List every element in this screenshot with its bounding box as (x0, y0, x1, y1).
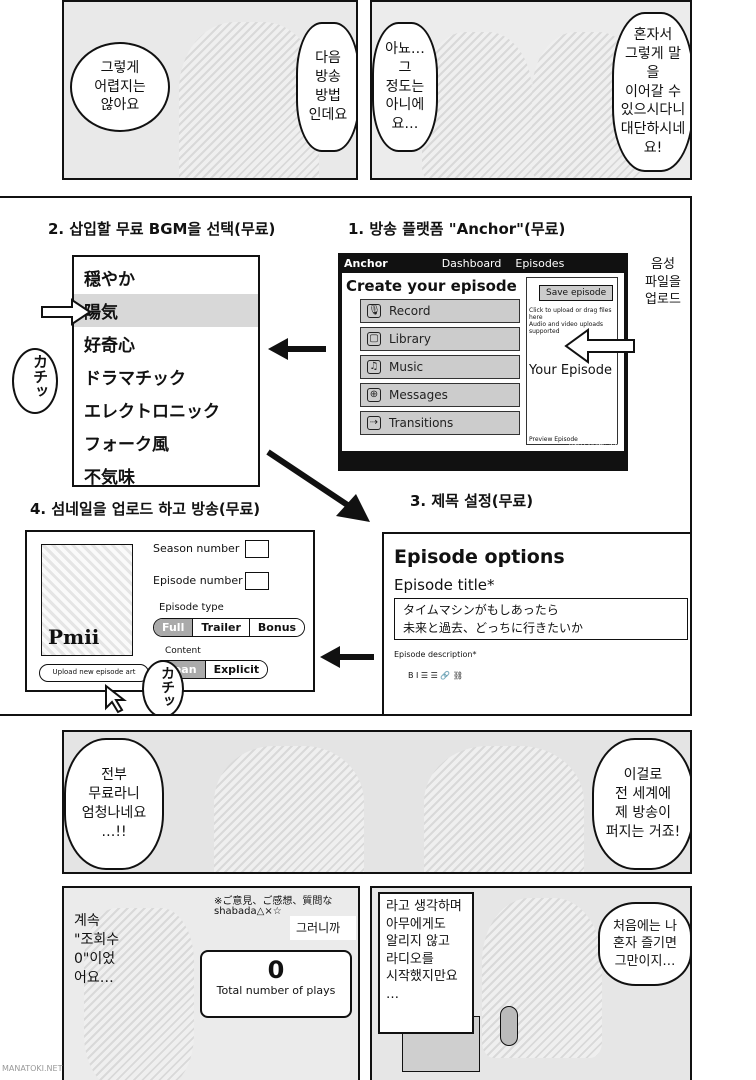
step-caption: 1. 방송 플랫폼 "Anchor"(무료) (348, 220, 566, 238)
anchor-menu-label: Transitions (389, 416, 454, 430)
episode-options-heading: Episode options (394, 546, 565, 568)
nav-dashboard[interactable]: Dashboard (441, 257, 502, 270)
panel-top-left: 그렇게 어렵지는 않아요 다음 방송 방법 인데요 (62, 0, 358, 180)
anchor-menu-label: Record (389, 304, 431, 318)
watermark: MANATOKI.NET (2, 1064, 63, 1073)
bgm-list: 穏やか陽気好奇心ドラマチックエレクトロニックフォーク風不気味 (72, 255, 260, 488)
plays-counter: 0 Total number of plays (200, 950, 352, 1018)
speech-bubble: 그러니까 (290, 916, 356, 940)
episode-title-input[interactable]: タイムマシンがもしあったら 未来と過去、どっちに行きたいか (394, 598, 688, 640)
bgm-option[interactable]: 好奇心 (84, 336, 135, 356)
season-number-label: Season number (153, 542, 240, 555)
arrow-left-icon (320, 646, 374, 668)
step-caption: 3. 제목 설정(무료) (410, 492, 534, 510)
page-title: Create your episode (346, 277, 517, 295)
narration-caption: 계속 "조회수 0"이었 어요… (74, 913, 120, 986)
thumbnail-text: Pmii (48, 625, 100, 649)
character-art (424, 746, 584, 872)
character-art (422, 32, 532, 178)
type-full[interactable]: Full (154, 619, 194, 636)
anchor-menu-transitions[interactable]: ⇢ Transitions (360, 411, 520, 435)
anchor-menu-label: Library (389, 332, 431, 346)
save-button[interactable]: Save episode (539, 285, 614, 301)
panel-infographic: 2. 삽입할 무료 BGM을 선택(무료) 1. 방송 플랫폼 "Anchor"… (0, 196, 692, 716)
anchor-logo: Anchor (344, 257, 388, 270)
comment-header: ※ご意見、ご感想、質問な (214, 896, 333, 907)
panel-bottom-left: ※ご意見、ご感想、質問な shabada△×☆ 그러니까 0 Total num… (62, 886, 360, 1080)
character-art (179, 22, 319, 178)
upload-hint[interactable]: Click to upload or drag files here (529, 307, 612, 321)
messages-icon: ⊕ (367, 388, 381, 402)
episode-type-label: Episode type (159, 602, 224, 613)
episode-number-label: Episode number (153, 574, 243, 587)
music-icon: ♫ (367, 360, 381, 374)
step-caption: 2. 삽입할 무료 BGM을 선택(무료) (48, 220, 276, 238)
anchor-screen: Anchor Dashboard Episodes Create your ep… (338, 253, 628, 471)
episode-options-screen: Episode options Episode title* タイムマシンがもし… (382, 532, 690, 714)
panel-top-right: 아뇨… 그 정도는 아니에 요… 혼자서 그렇게 말을 이어갈 수 있으시다니 … (370, 0, 692, 180)
plays-label: Total number of plays (216, 984, 336, 997)
bgm-option[interactable]: ドラマチック (84, 369, 186, 389)
bgm-option[interactable]: フォーク風 (84, 435, 169, 455)
speech-bubble: 그렇게 어렵지는 않아요 (70, 42, 170, 132)
arrow-left-icon (268, 338, 326, 360)
episode-number-input[interactable] (245, 572, 269, 590)
comment-user: shabada△×☆ (214, 906, 282, 917)
bgm-option[interactable]: 不気味 (84, 468, 135, 488)
title-line: タイムマシンがもしあったら (403, 603, 559, 617)
total-length: Total Length: 3:00 (568, 443, 623, 450)
speech-bubble: 처음에는 나 혼자 즐기면 그만이지… (598, 902, 690, 986)
anchor-menu-music[interactable]: ♫ Music (360, 355, 520, 379)
content-explicit[interactable]: Explicit (205, 661, 268, 678)
bgm-option[interactable]: エレクトロニック (84, 402, 220, 422)
anchor-menu-label: Messages (389, 388, 448, 402)
preview-episode[interactable]: Preview Episode (529, 436, 578, 443)
speech-bubble: 아뇨… 그 정도는 아니에 요… (372, 22, 438, 152)
episode-title-label: Episode title* (394, 576, 495, 594)
editor-toolbar[interactable]: B I ☰ ☰ 🔗 ⛓ (408, 671, 464, 680)
pointer-arrow-icon (41, 298, 92, 326)
anchor-menu-label: Music (389, 360, 424, 374)
plays-count: 0 (267, 956, 285, 984)
microphone-icon (500, 1006, 518, 1046)
arrow-diagonal-icon (266, 449, 370, 522)
speech-bubble: 이걸로 전 세계에 제 방송이 퍼지는 거죠! (592, 738, 690, 870)
bgm-option[interactable]: 穏やか (84, 270, 135, 290)
library-icon: ▢ (367, 332, 381, 346)
character-art (84, 908, 194, 1080)
cursor-icon (105, 684, 127, 714)
speech-bubble: 다음 방송 방법 인데요 (296, 22, 356, 152)
record-icon: 🎙 (367, 304, 381, 318)
anchor-menu-library[interactable]: ▢ Library (360, 327, 520, 351)
narration-caption: 라고 생각하며 아무에게도 알리지 않고 라디오를 시작했지만요 … (378, 892, 474, 1034)
episode-description-label: Episode description* (394, 650, 477, 659)
character-art (214, 746, 364, 872)
season-number-input[interactable] (245, 540, 269, 558)
thumbnail-screen: Pmii Upload new episode art Season numbe… (25, 530, 315, 692)
bgm-option[interactable]: 陽気 (74, 294, 258, 327)
voice-upload-label: 음성 파일을 업로드 (634, 256, 690, 328)
content-label: Content (165, 646, 201, 656)
step-caption: 4. 섬네일을 업로드 하고 방송(무료) (30, 500, 261, 518)
type-bonus[interactable]: Bonus (249, 619, 305, 636)
your-episode: Your Episode (529, 363, 612, 378)
upload-art-button[interactable]: Upload new episode art (39, 664, 149, 682)
anchor-menu-messages[interactable]: ⊕ Messages (360, 383, 520, 407)
type-trailer[interactable]: Trailer (193, 619, 250, 636)
title-line: 未来と過去、どっちに行きたいか (403, 621, 584, 635)
panel-middle: 전부 무료라니 엄청나네요 …!! 이걸로 전 세계에 제 방송이 퍼지는 거죠… (62, 730, 692, 874)
sfx-click: カチッ (12, 348, 58, 414)
transitions-icon: ⇢ (367, 416, 381, 430)
anchor-menu-record[interactable]: 🎙 Record (360, 299, 520, 323)
speech-bubble: 전부 무료라니 엄청나네요 …!! (64, 738, 164, 870)
arrow-left-outline-icon (564, 328, 635, 364)
speech-bubble: 혼자서 그렇게 말을 이어갈 수 있으시다니 대단하시네 요! (612, 12, 690, 172)
panel-bottom-right: 라고 생각하며 아무에게도 알리지 않고 라디오를 시작했지만요 … 처음에는 … (370, 886, 692, 1080)
thumbnail-art: Pmii (41, 544, 133, 656)
nav-episodes[interactable]: Episodes (515, 257, 565, 270)
sfx-click: カチッ (142, 660, 184, 714)
upload-subtext: Audio and video uploads supported (529, 321, 604, 335)
